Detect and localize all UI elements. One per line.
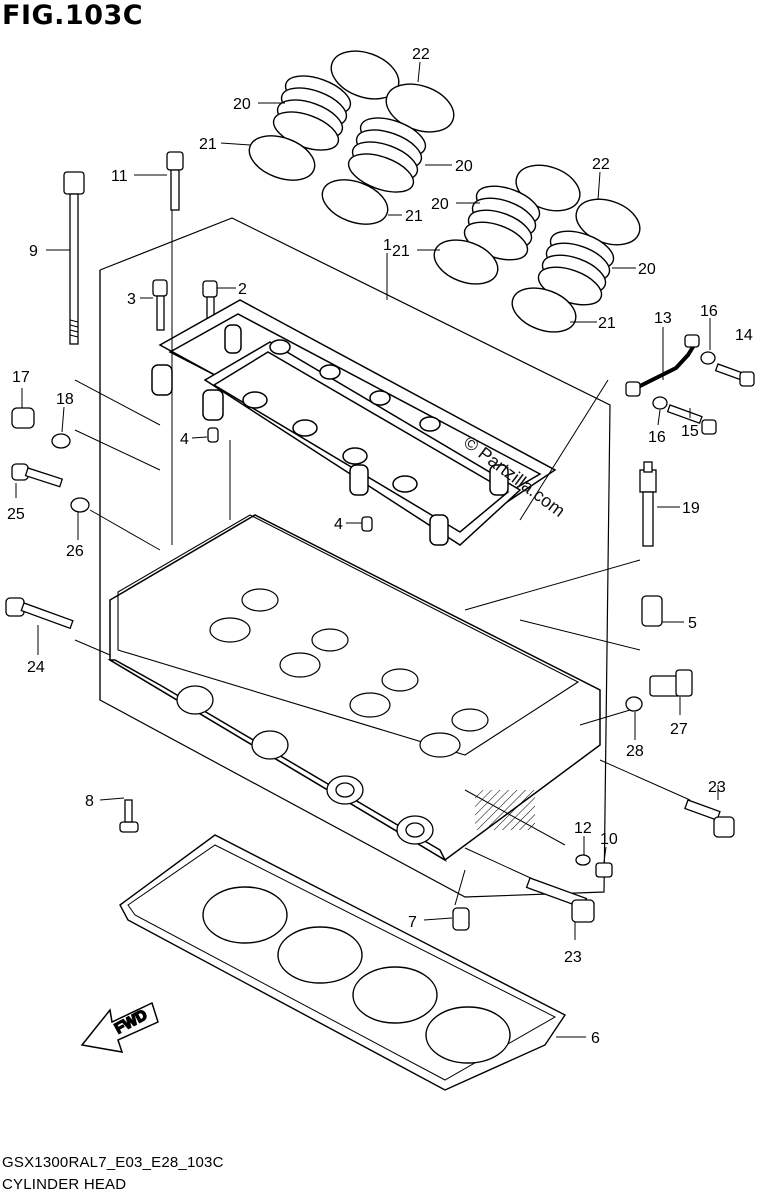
valve-5 xyxy=(641,595,663,627)
callout-24: 24 xyxy=(27,659,45,676)
intake-boots-upper xyxy=(248,50,455,225)
exhaust-ports xyxy=(176,685,434,845)
diagram-code: GSX1300RAL7_E03_E28_103C xyxy=(2,1154,224,1171)
leader-lines xyxy=(15,61,719,1038)
bolt-23b xyxy=(525,877,595,923)
callout-14: 14 xyxy=(735,327,753,344)
callout-21: 21 xyxy=(199,136,217,153)
pipe-13 xyxy=(625,334,700,397)
washers-16 xyxy=(652,351,716,410)
callout-16: 16 xyxy=(700,303,718,320)
callout-25: 25 xyxy=(7,506,25,523)
callout-3: 3 xyxy=(127,291,136,308)
sensor-27 xyxy=(649,669,693,697)
callout-4: 4 xyxy=(334,516,343,533)
callout-22: 22 xyxy=(592,156,610,173)
cam-housing xyxy=(151,299,557,546)
washer-18 xyxy=(51,433,71,449)
callout-23: 23 xyxy=(564,949,582,966)
combustion-chambers xyxy=(209,588,489,758)
callout-18: 18 xyxy=(56,391,74,408)
callout-21: 21 xyxy=(392,243,410,260)
callout-20: 20 xyxy=(638,261,656,278)
boot-20c xyxy=(463,185,541,261)
callout-21: 21 xyxy=(405,208,423,225)
callout-17: 17 xyxy=(12,369,30,386)
bolt-11 xyxy=(166,151,184,211)
bolt-23a xyxy=(684,799,735,838)
callout-20: 20 xyxy=(431,196,449,213)
callout-28: 28 xyxy=(626,743,644,760)
callout-15: 15 xyxy=(681,423,699,440)
callout-26: 26 xyxy=(66,543,84,560)
callout-19: 19 xyxy=(682,500,700,517)
callout-7: 7 xyxy=(408,914,417,931)
diagram-name: CYLINDER HEAD xyxy=(2,1176,127,1193)
callout-4: 4 xyxy=(180,431,189,448)
callout-2: 2 xyxy=(238,281,247,298)
bolt-15 xyxy=(666,404,717,435)
boot-20b xyxy=(347,117,427,193)
callout-21: 21 xyxy=(598,315,616,332)
callout-13: 13 xyxy=(654,310,672,327)
callout-6: 6 xyxy=(591,1030,600,1047)
bolts-2-3 xyxy=(152,279,218,331)
callout-5: 5 xyxy=(688,615,697,632)
callout-20: 20 xyxy=(233,96,251,113)
callout-23: 23 xyxy=(708,779,726,796)
bolt-8 xyxy=(119,799,139,833)
intake-boots-right xyxy=(433,164,641,333)
nut-10 xyxy=(595,862,613,878)
dowel-7 xyxy=(452,907,470,931)
washer-12 xyxy=(575,854,591,866)
bolt-14 xyxy=(714,363,755,387)
spark-plug-19 xyxy=(639,461,657,547)
head-gasket-6 xyxy=(119,834,567,1091)
bolt-25 xyxy=(11,463,64,488)
callout-27: 27 xyxy=(670,721,688,738)
bolt-24 xyxy=(5,597,74,630)
callout-11: 11 xyxy=(111,168,128,185)
small-parts xyxy=(5,334,755,931)
cylinder-head-body xyxy=(107,514,601,862)
dowel-pins-4 xyxy=(207,427,373,532)
fwd-arrow: FWD xyxy=(80,1001,159,1053)
washer-26 xyxy=(70,497,90,513)
callout-8: 8 xyxy=(85,793,94,810)
washer-28 xyxy=(625,696,643,712)
callout-16: 16 xyxy=(648,429,666,446)
plug-17 xyxy=(11,407,35,429)
callout-labels: 22 20 21 20 11 21 22 20 9 21 1 20 2 3 13… xyxy=(7,46,753,1047)
callout-20: 20 xyxy=(455,158,473,175)
figure-title: FIG.103C xyxy=(2,0,144,31)
long-bolt-9 xyxy=(63,171,85,345)
boot-20d xyxy=(537,230,615,306)
assembly-outline xyxy=(99,217,611,898)
callout-10: 10 xyxy=(600,831,618,848)
callout-22: 22 xyxy=(412,46,430,63)
callout-9: 9 xyxy=(29,243,38,260)
callout-12: 12 xyxy=(574,820,592,837)
callout-1: 1 xyxy=(383,237,392,254)
